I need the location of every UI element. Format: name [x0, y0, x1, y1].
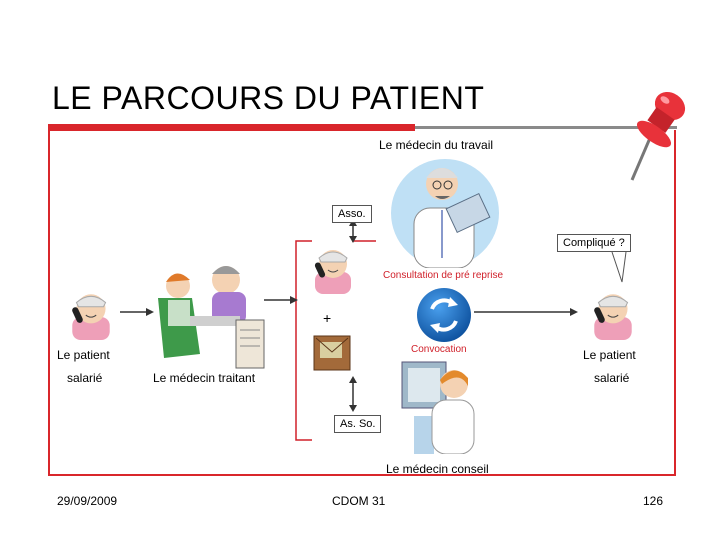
footer-date: 29/09/2009 — [57, 494, 118, 508]
letter-icon — [313, 335, 351, 371]
asso-box: Asso. — [332, 205, 372, 223]
title-underline-gray — [415, 126, 677, 129]
advisory-doctor-label: Le médecin conseil — [386, 462, 489, 476]
title-underline-red — [48, 124, 415, 131]
treating-doctor-illustration — [158, 266, 265, 369]
patient-phone-illustration-center — [314, 250, 351, 294]
pushpin-icon — [630, 91, 686, 181]
slide-title: LE PARCOURS DU PATIENT — [52, 80, 485, 116]
treating-doctor-label: Le médecin traitant — [153, 371, 256, 385]
plus-sign: + — [323, 310, 332, 326]
complicated-bubble: Compliqué ? — [557, 234, 631, 252]
footer-page-number: 126 — [643, 494, 664, 508]
patient-illustration-left — [72, 294, 110, 340]
pre-return-consultation-label: Consultation de pré reprise — [383, 270, 504, 281]
occupational-doctor-illustration — [391, 159, 499, 268]
patient-right-line1: Le patient — [583, 348, 636, 362]
patient-illustration-right — [594, 294, 632, 340]
advisory-doctor-illustration — [401, 361, 475, 454]
cycle-icon — [417, 288, 471, 342]
patient-right-line2: salarié — [594, 371, 630, 385]
asso-social-box: As. So. — [334, 415, 382, 433]
occupational-doctor-label: Le médecin du travail — [379, 138, 494, 152]
patient-left-line1: Le patient — [57, 348, 110, 362]
summons-label: Convocation — [411, 344, 467, 355]
patient-left-line2: salarié — [67, 371, 103, 385]
footer-center: CDOM 31 — [332, 494, 386, 508]
content-frame — [48, 130, 676, 476]
